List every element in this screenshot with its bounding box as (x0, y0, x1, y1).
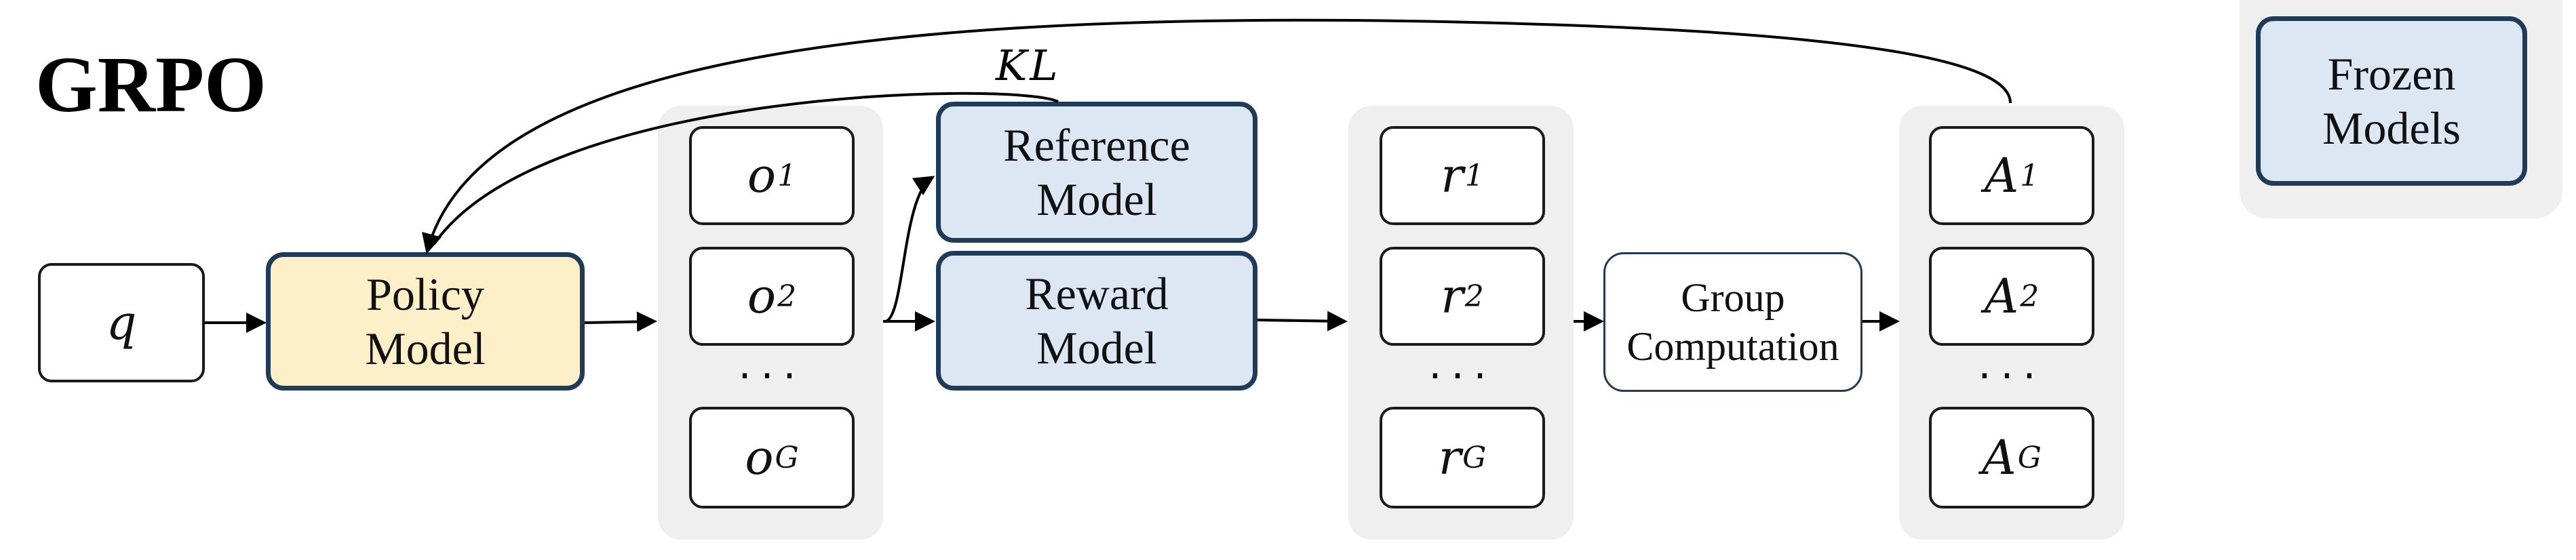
reward-symbol: r (1441, 268, 1464, 324)
frozen-models-label: Frozen Models (2322, 47, 2461, 154)
output-subscript: G (775, 440, 799, 475)
group-computation-label: Group Computation (1626, 275, 1839, 369)
query-symbol: q (106, 295, 137, 351)
output-subscript: 2 (777, 279, 797, 314)
reference-model-box: Reference Model (936, 102, 1257, 243)
arrow-advantages-to-policy (422, 18, 2012, 254)
outputs-ellipsis: ··· (738, 353, 806, 400)
advantages-ellipsis: ··· (1978, 353, 2046, 400)
output-symbol: o (747, 148, 777, 203)
kl-label: KL (996, 41, 1061, 90)
output-symbol: o (745, 430, 774, 485)
group-computation-box: Group Computation (1603, 252, 1862, 392)
advantage-subscript: 1 (2020, 158, 2040, 193)
reward-subscript: 2 (1464, 279, 1484, 314)
reward-model-box: Reward Model (936, 251, 1257, 391)
advantage-subscript: G (2017, 440, 2042, 475)
arrow-policy-to-outputs (584, 311, 657, 332)
reward-symbol: r (1438, 430, 1462, 485)
advantage-symbol: A (1984, 148, 2019, 203)
query-box: q (38, 263, 205, 382)
policy-model-label: Policy Model (365, 268, 486, 374)
output-symbol: o (747, 268, 777, 324)
frozen-models-legend-box: Frozen Models (2256, 16, 2527, 186)
arrow-reward-to-rewards (1257, 311, 1348, 332)
diagram-title: GRPO (35, 40, 267, 129)
reward-subscript: 1 (1464, 158, 1484, 193)
reward-model-label: Reward Model (1025, 267, 1169, 374)
arrow-outputs-to-reference (884, 176, 935, 323)
policy-model-box: Policy Model (266, 252, 585, 391)
advantage-symbol: A (1984, 268, 2019, 324)
arrow-kl-reference-to-policy (433, 92, 1059, 245)
reward-symbol: r (1441, 148, 1464, 203)
advantage-symbol: A (1982, 430, 2016, 485)
advantage-subscript: 2 (2020, 279, 2040, 314)
output-subscript: 1 (777, 158, 797, 193)
reward-subscript: G (1462, 440, 1487, 475)
reference-model-label: Reference Model (1003, 119, 1190, 225)
rewards-ellipsis: ··· (1428, 353, 1496, 400)
